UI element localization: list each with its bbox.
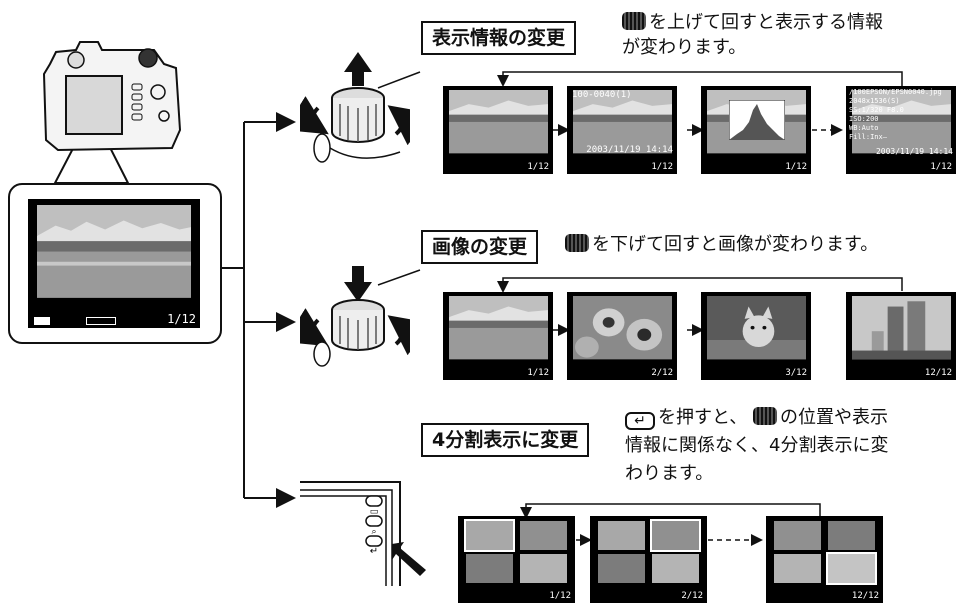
image-thumb-2: 2/12 (567, 292, 677, 380)
section-desc-quad-view: ↵を押すと、 の位置や表示 情報に関係なく、4分割表示に変 わります。 (625, 407, 889, 484)
svg-text:⌕: ⌕ (371, 527, 376, 537)
quad-cell (598, 521, 645, 550)
frame-counter: 1/12 (167, 312, 196, 326)
image-thumb-3: 3/12 (701, 292, 811, 380)
view-mode-icon (86, 317, 116, 325)
quad-cell (520, 554, 567, 583)
quad-cell (466, 554, 513, 583)
quad-cell (520, 521, 567, 550)
quad-thumb-3: 12/12 (766, 516, 883, 603)
dial-icon (565, 234, 589, 252)
battery-icon (34, 317, 50, 325)
quad-cell (650, 519, 701, 552)
dial-icon (622, 12, 646, 30)
quad-cell (598, 554, 645, 583)
quad-thumb-2: 2/12 (590, 516, 707, 603)
dial-down-illustration (300, 266, 410, 367)
lcd-display-callout: 1/12 (8, 183, 222, 344)
button-panel-illustration: ▭ ⌕ ↵ (300, 481, 426, 586)
quad-cell (826, 552, 877, 585)
info-thumb-3: 1/12 (701, 86, 811, 174)
section-desc-image-change: を下げて回すと画像が変わります。 (565, 232, 878, 257)
quad-cell (652, 554, 699, 583)
info-thumb-1: 1/12 (443, 86, 553, 174)
section-desc-info-change: を上げて回すと表示する情報 が変わります。 (622, 12, 883, 58)
dial-icon (753, 407, 778, 425)
section-title-info-change: 表示情報の変更 (421, 21, 577, 55)
enter-key-icon: ↵ (625, 412, 655, 430)
quad-cell (828, 521, 875, 550)
quad-cell (774, 521, 821, 550)
section-title-image-change: 画像の変更 (421, 230, 539, 264)
quad-cell (774, 554, 821, 583)
info-thumb-4: /100EPSON/EPSN0040.jpg 2048x1536(S) SS:1… (846, 86, 956, 174)
image-thumb-1: 1/12 (443, 292, 553, 380)
shooting-info-overlay: /100EPSON/EPSN0040.jpg 2048x1536(S) SS:1… (849, 88, 942, 141)
landscape-image (36, 205, 192, 299)
status-bar: 1/12 (28, 305, 200, 328)
dial-up-illustration (300, 52, 410, 163)
quad-thumb-1: 1/12 (458, 516, 575, 603)
svg-text:▭: ▭ (370, 507, 379, 517)
main-preview: 1/12 (28, 199, 200, 328)
info-thumb-2: 100-0040(1) 2003/11/19 14:14 1/12 (567, 86, 677, 174)
histogram-icon (729, 100, 785, 140)
quad-cell (464, 519, 515, 552)
svg-text:↵: ↵ (370, 546, 378, 557)
camera-icon (42, 41, 182, 152)
image-thumb-4: 12/12 (846, 292, 956, 380)
section-title-quad-view: 4分割表示に変更 (421, 423, 590, 457)
